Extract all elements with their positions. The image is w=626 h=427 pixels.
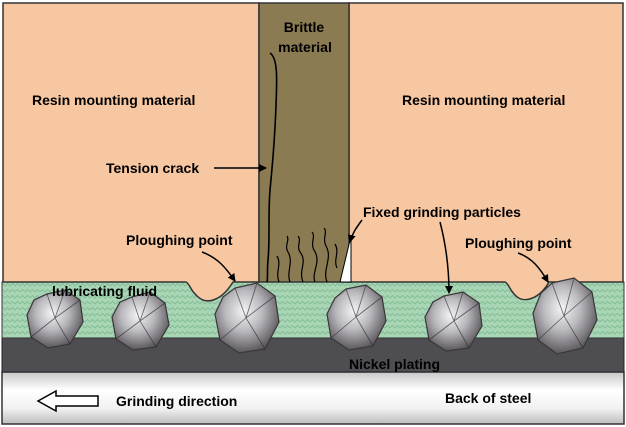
resin-right-label: Resin mounting material xyxy=(402,92,565,108)
resin-left-block xyxy=(2,2,260,302)
crack-wedge xyxy=(339,235,352,283)
grinding-particle-5 xyxy=(424,291,483,352)
ploughing-left-arrow xyxy=(201,251,236,282)
grinding-direction-arrow xyxy=(36,389,99,413)
brittle-label-line2: material xyxy=(278,39,332,55)
grinding-particle-3 xyxy=(214,282,280,354)
tension-crack-label: Tension crack xyxy=(106,160,199,176)
grinding-particle-1 xyxy=(26,289,84,349)
brittle-label-line1: Brittle xyxy=(284,19,325,35)
ploughing-right-arrow xyxy=(517,252,549,283)
resin-left-label: Resin mounting material xyxy=(32,92,195,108)
lubricating-fluid-label: lubricating fluid xyxy=(52,283,157,299)
back-of-steel-label: Back of steel xyxy=(445,390,531,406)
ploughing-right-label: Ploughing point xyxy=(465,235,572,251)
grinding-direction-label: Grinding direction xyxy=(116,393,237,409)
grinding-particle-4 xyxy=(326,284,387,351)
fixed-particles-arrow xyxy=(439,221,453,294)
fracture-cracks xyxy=(276,227,338,283)
grinding-particle-6 xyxy=(532,277,598,355)
fixed-particles-arrow-2 xyxy=(347,219,363,243)
tension-crack-line xyxy=(266,52,278,283)
resin-right-block xyxy=(348,2,624,301)
ploughing-left-label: Ploughing point xyxy=(126,232,233,248)
back-of-steel-layer xyxy=(1,371,625,425)
nickel-plating-label: Nickel plating xyxy=(349,356,440,372)
grinding-particle-2 xyxy=(111,291,170,351)
fixed-particles-label: Fixed grinding particles xyxy=(363,204,521,220)
nickel-plating-layer xyxy=(1,337,625,373)
